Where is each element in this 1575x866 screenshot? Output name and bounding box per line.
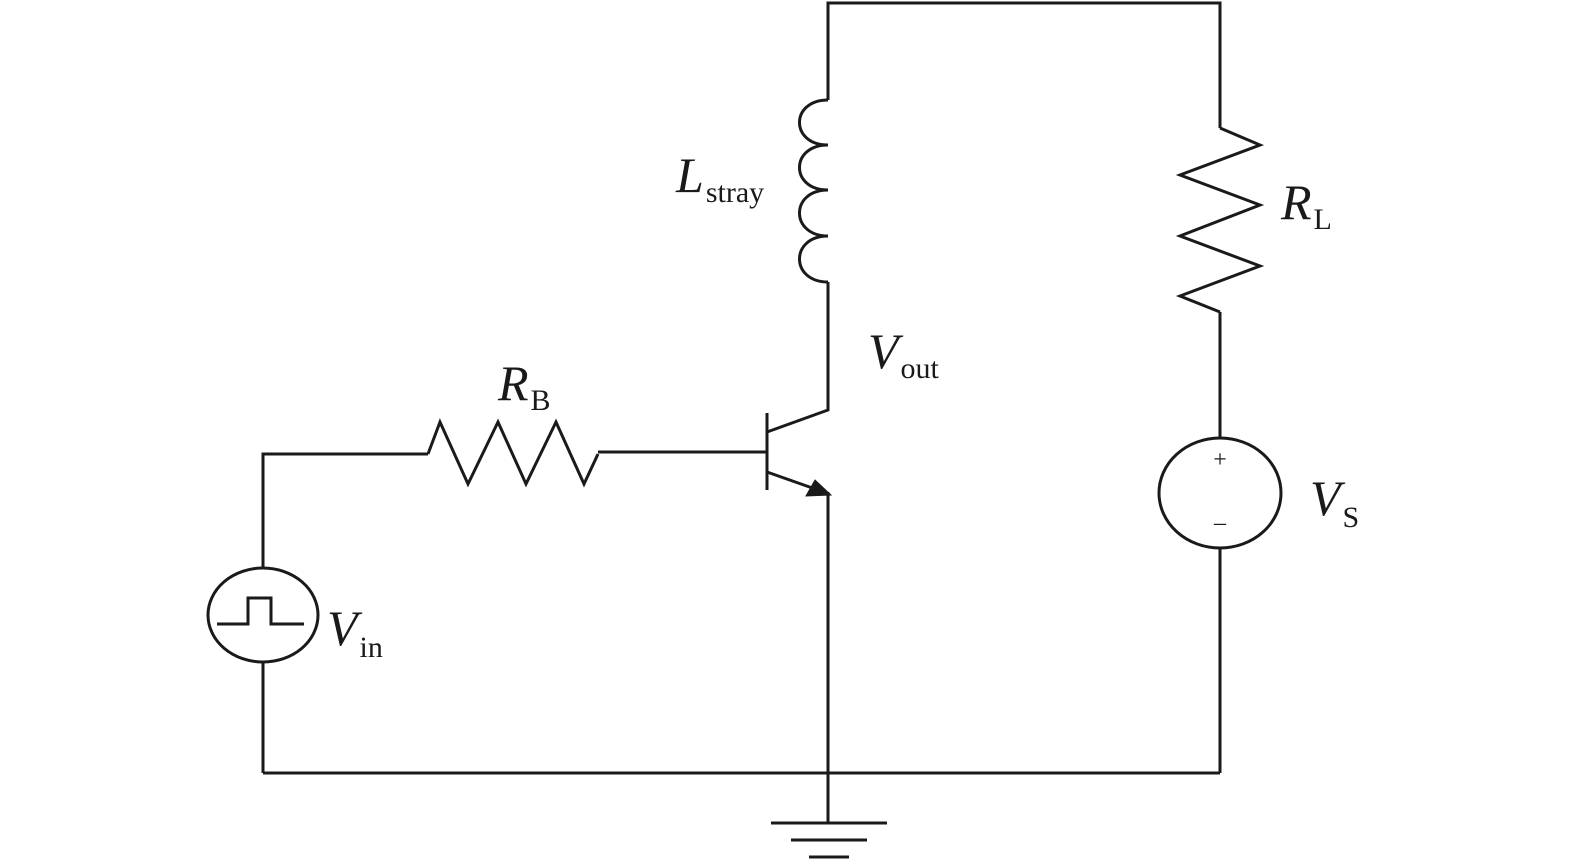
label-v-s: VS	[1310, 470, 1359, 534]
pulse-source-v-in	[206, 566, 320, 664]
label-r-b: RB	[497, 355, 551, 417]
resistor-r-l	[1175, 126, 1265, 314]
ground-icon	[771, 821, 887, 859]
collector-wire	[766, 282, 830, 434]
label-r-l: RL	[1280, 174, 1332, 236]
resistor-r-b	[426, 418, 600, 488]
vs-plus-sign: +	[1213, 447, 1227, 473]
input-wire	[261, 452, 428, 568]
inductor-l-stray	[798, 98, 829, 284]
npn-transistor	[765, 413, 833, 497]
pulse-waveform-icon	[217, 596, 304, 626]
emitter-arrow-icon	[805, 479, 833, 497]
top-wire	[826, 1, 1222, 128]
label-l-stray: Lstray	[675, 147, 764, 209]
label-v-in: Vin	[327, 600, 383, 664]
label-v-out: Vout	[868, 323, 940, 385]
vs-minus-sign: –	[1213, 510, 1227, 536]
transistor-emitter-leg	[766, 470, 819, 492]
